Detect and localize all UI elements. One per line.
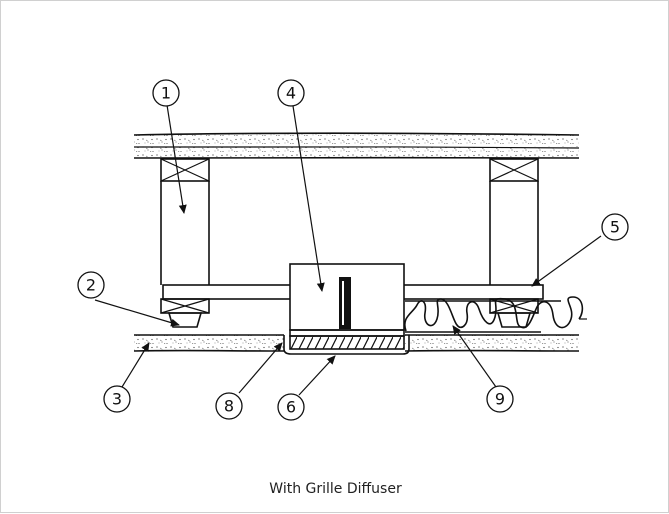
callout-4: 4 — [277, 79, 305, 107]
grille-diffuser — [283, 329, 410, 355]
callout-6: 6 — [277, 393, 305, 421]
right-bracket — [489, 298, 539, 328]
callout-5-label: 5 — [610, 218, 620, 237]
callout-1: 1 — [152, 79, 180, 107]
callout-9-label: 9 — [495, 390, 505, 409]
callout-4-label: 4 — [286, 84, 296, 103]
diagram-caption: With Grille Diffuser — [269, 481, 402, 497]
callout-3-label: 3 — [112, 390, 122, 409]
callout-5: 5 — [601, 213, 629, 241]
callout-8: 8 — [215, 392, 243, 420]
callout-3: 3 — [103, 385, 131, 413]
callout-2: 2 — [77, 271, 105, 299]
callout-6-label: 6 — [286, 398, 296, 417]
callout-2-label: 2 — [86, 276, 96, 295]
callout-9: 9 — [486, 385, 514, 413]
upper-slab — [133, 132, 580, 159]
leader-lines — [94, 104, 602, 396]
right-support — [489, 158, 539, 285]
flexible-duct — [404, 296, 587, 333]
left-support — [160, 158, 210, 285]
callout-1-label: 1 — [161, 84, 171, 103]
plenum-box — [289, 263, 405, 331]
ceiling-slab — [133, 334, 580, 352]
callout-8-label: 8 — [224, 397, 234, 416]
left-bracket — [160, 298, 210, 328]
